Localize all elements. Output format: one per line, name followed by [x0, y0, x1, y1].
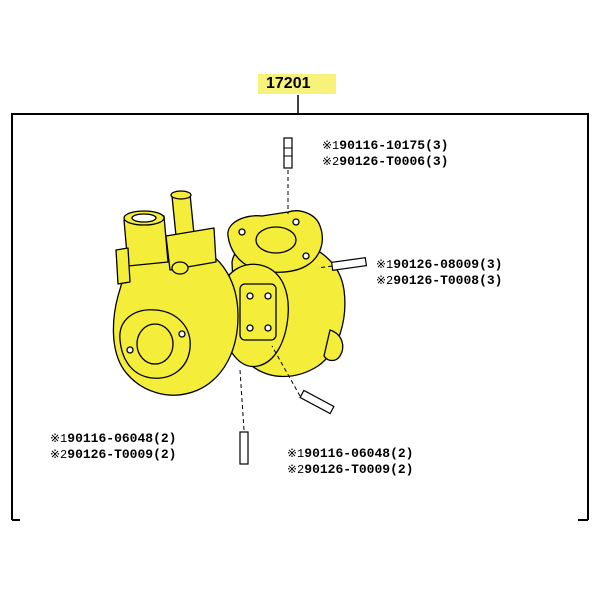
note-mark: ※1	[376, 258, 394, 272]
inlet-bolt-1	[126, 346, 134, 354]
part-number: 90116-06048(2)	[67, 431, 177, 446]
stud-bottom-left	[239, 431, 249, 465]
note-mark: ※2	[287, 463, 305, 477]
stud-bottom-right	[299, 389, 335, 415]
boss	[171, 261, 189, 275]
callout-right: ※190126-08009(3) ※290126-T0008(3)	[376, 257, 502, 289]
leader-bottom-right	[271, 345, 301, 397]
callout-left-line2: ※290126-T0009(2)	[50, 447, 176, 463]
note-mark: ※2	[50, 448, 68, 462]
wastegate-bracket	[165, 227, 217, 271]
part-number: 90116-06048(2)	[304, 446, 414, 461]
note-mark: ※2	[322, 155, 340, 169]
stud-top	[283, 137, 293, 169]
assembly-number: 17201	[258, 72, 336, 94]
note-mark: ※2	[376, 274, 394, 288]
turbine-outlet	[323, 329, 344, 362]
compressor-outlet-bore	[131, 213, 157, 223]
note-mark: ※1	[322, 139, 340, 153]
callout-right-line2: ※290126-T0008(3)	[376, 273, 502, 289]
center-flange	[239, 283, 277, 341]
part-number: 90126-T0006(3)	[339, 154, 449, 169]
callout-bottom-line2: ※290126-T0009(2)	[287, 462, 413, 478]
wastegate-tube-top	[170, 190, 192, 200]
center-bolt-3	[246, 324, 254, 332]
center-bolt-1	[246, 292, 254, 300]
assembly-number-highlight	[258, 74, 336, 94]
note-mark: ※1	[287, 447, 305, 461]
callout-right-line1: ※190126-08009(3)	[376, 257, 502, 273]
leader-bottom-left	[239, 369, 245, 431]
part-number: 90126-08009(3)	[393, 257, 503, 272]
callout-bottom: ※190116-06048(2) ※290126-T0009(2)	[287, 446, 413, 478]
diagram-frame	[11, 113, 589, 520]
assembly-number-text: 17201	[266, 75, 311, 92]
part-number: 90126-T0009(2)	[67, 447, 177, 462]
note-mark: ※1	[50, 432, 68, 446]
flange-port	[255, 226, 297, 254]
callout-top-line1: ※190116-10175(3)	[322, 138, 448, 154]
callout-left-line1: ※190116-06048(2)	[50, 431, 176, 447]
turbocharger-assembly	[112, 190, 346, 396]
part-number: 90116-10175(3)	[339, 138, 449, 153]
flange-hole-3	[302, 252, 310, 260]
side-fitting	[115, 247, 131, 285]
flange-hole-1	[238, 228, 246, 236]
part-number: 90126-T0008(3)	[393, 273, 503, 288]
stud-right	[330, 256, 368, 272]
callout-left: ※190116-06048(2) ※290126-T0009(2)	[50, 431, 176, 463]
compressor-inlet-bore	[136, 323, 174, 365]
flange-hole-2	[292, 218, 300, 226]
callout-top-line2: ※290126-T0006(3)	[322, 154, 448, 170]
center-bolt-4	[264, 324, 272, 332]
inlet-bolt-2	[178, 330, 186, 338]
leader-right	[317, 265, 333, 269]
part-number: 90126-T0009(2)	[304, 462, 414, 477]
callout-bottom-line1: ※190116-06048(2)	[287, 446, 413, 462]
callout-top: ※190116-10175(3) ※290126-T0006(3)	[322, 138, 448, 170]
center-bolt-2	[264, 292, 272, 300]
